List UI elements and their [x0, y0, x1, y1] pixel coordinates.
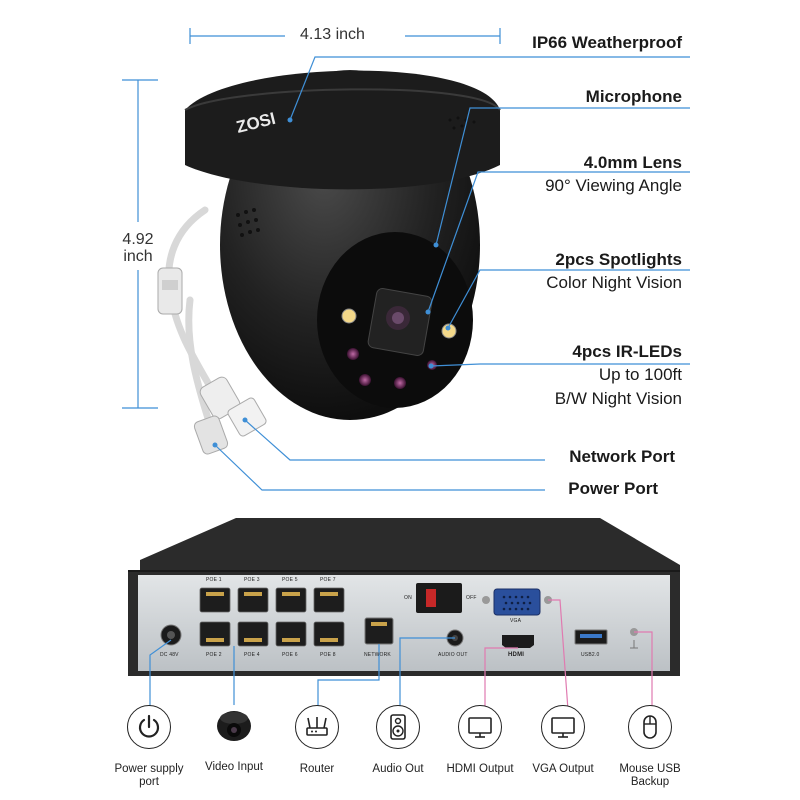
feature-subtitle: Color Night Vision: [546, 273, 682, 292]
bottom-item-vga: VGA Output: [518, 705, 608, 776]
power-switch: [416, 583, 462, 613]
vga-port: [493, 588, 541, 616]
audio-out-label: AUDIO OUT: [438, 652, 468, 658]
bottom-item-video: Video Input: [189, 705, 279, 774]
bottom-item-usb: Mouse USB Backup: [605, 705, 695, 789]
switch-on-label: ON: [404, 595, 412, 601]
bottom-item-hdmi: HDMI Output: [435, 705, 525, 776]
bottom-item-label: Audio Out: [372, 763, 424, 775]
bottom-item-label: Mouse USB Backup: [619, 763, 681, 788]
height-label-number: 4.92: [122, 231, 154, 248]
poe-label: POE 1: [206, 577, 222, 583]
poe-label: POE 8: [320, 652, 336, 658]
poe-label: POE 2: [206, 652, 222, 658]
poe-label: POE 4: [244, 652, 260, 658]
feature-ir-leds: 4pcs IR-LEDs Up to 100ft B/W Night Visio…: [555, 341, 682, 411]
feature-title: 4.0mm Lens: [583, 153, 682, 172]
poe-label: POE 6: [282, 652, 298, 658]
bottom-item-power: Power supply port: [104, 705, 194, 789]
poe-label: POE 7: [320, 577, 336, 583]
feature-title: 2pcs Spotlights: [555, 250, 682, 269]
feature-microphone: Microphone: [586, 86, 682, 108]
bottom-item-router: Router: [272, 705, 362, 776]
feature-spotlights: 2pcs Spotlights Color Night Vision: [546, 249, 682, 295]
poe-label: POE 5: [282, 577, 298, 583]
width-label: 4.13 inch: [300, 26, 365, 43]
camera-dome: ZOSI: [184, 70, 501, 420]
bottom-item-label: VGA Output: [532, 763, 594, 775]
feature-title: Network Port: [569, 447, 675, 466]
feature-title: Microphone: [585, 87, 682, 106]
nvr-leader-lines: [149, 637, 455, 710]
feature-network-port: Network Port: [569, 446, 675, 468]
power-icon: [127, 705, 171, 749]
cable-connectors: [157, 267, 267, 455]
feature-lens: 4.0mm Lens 90° Viewing Angle: [545, 152, 682, 198]
mouse-icon: [628, 705, 672, 749]
speaker-icon: [376, 705, 420, 749]
monitor-icon: [541, 705, 585, 749]
nvr-pink-lines: [484, 599, 653, 711]
height-label-unit: inch: [123, 248, 153, 265]
dc-label: DC 48V: [160, 652, 179, 658]
feature-title: IP66 Weatherproof: [532, 33, 682, 52]
network-label: NETWORK: [364, 652, 391, 658]
vga-label: VGA: [510, 618, 522, 624]
feature-subtitle: 90° Viewing Angle: [545, 176, 682, 195]
feature-subtitle: Up to 100ft: [598, 365, 682, 384]
bottom-item-audio: Audio Out: [353, 705, 443, 776]
height-dimension: [122, 79, 158, 409]
router-icon: [295, 705, 339, 749]
network-port: [364, 617, 394, 645]
feature-title: Power Port: [568, 479, 658, 498]
height-label: 4.92 inch: [118, 231, 158, 265]
bottom-item-label: Router: [299, 763, 335, 775]
width-dimension: [189, 28, 501, 44]
usb-label: USB2.0: [581, 652, 600, 658]
bottom-item-label: HDMI Output: [446, 763, 514, 775]
poe-label: POE 3: [244, 577, 260, 583]
leader-lines: [214, 56, 690, 491]
camera-icon: [213, 705, 255, 747]
feature-weatherproof: IP66 Weatherproof: [532, 32, 682, 54]
feature-title: 4pcs IR-LEDs: [572, 342, 682, 361]
feature-power-port: Power Port: [568, 478, 658, 500]
bottom-item-label: Power supply port: [114, 763, 184, 788]
switch-off-label: OFF: [466, 595, 477, 601]
hdmi-port: [502, 635, 534, 648]
monitor-icon: [458, 705, 502, 749]
bottom-item-label: Video Input: [205, 761, 263, 773]
feature-subtitle-2: B/W Night Vision: [554, 389, 682, 408]
hdmi-label: HDMI: [508, 652, 525, 658]
